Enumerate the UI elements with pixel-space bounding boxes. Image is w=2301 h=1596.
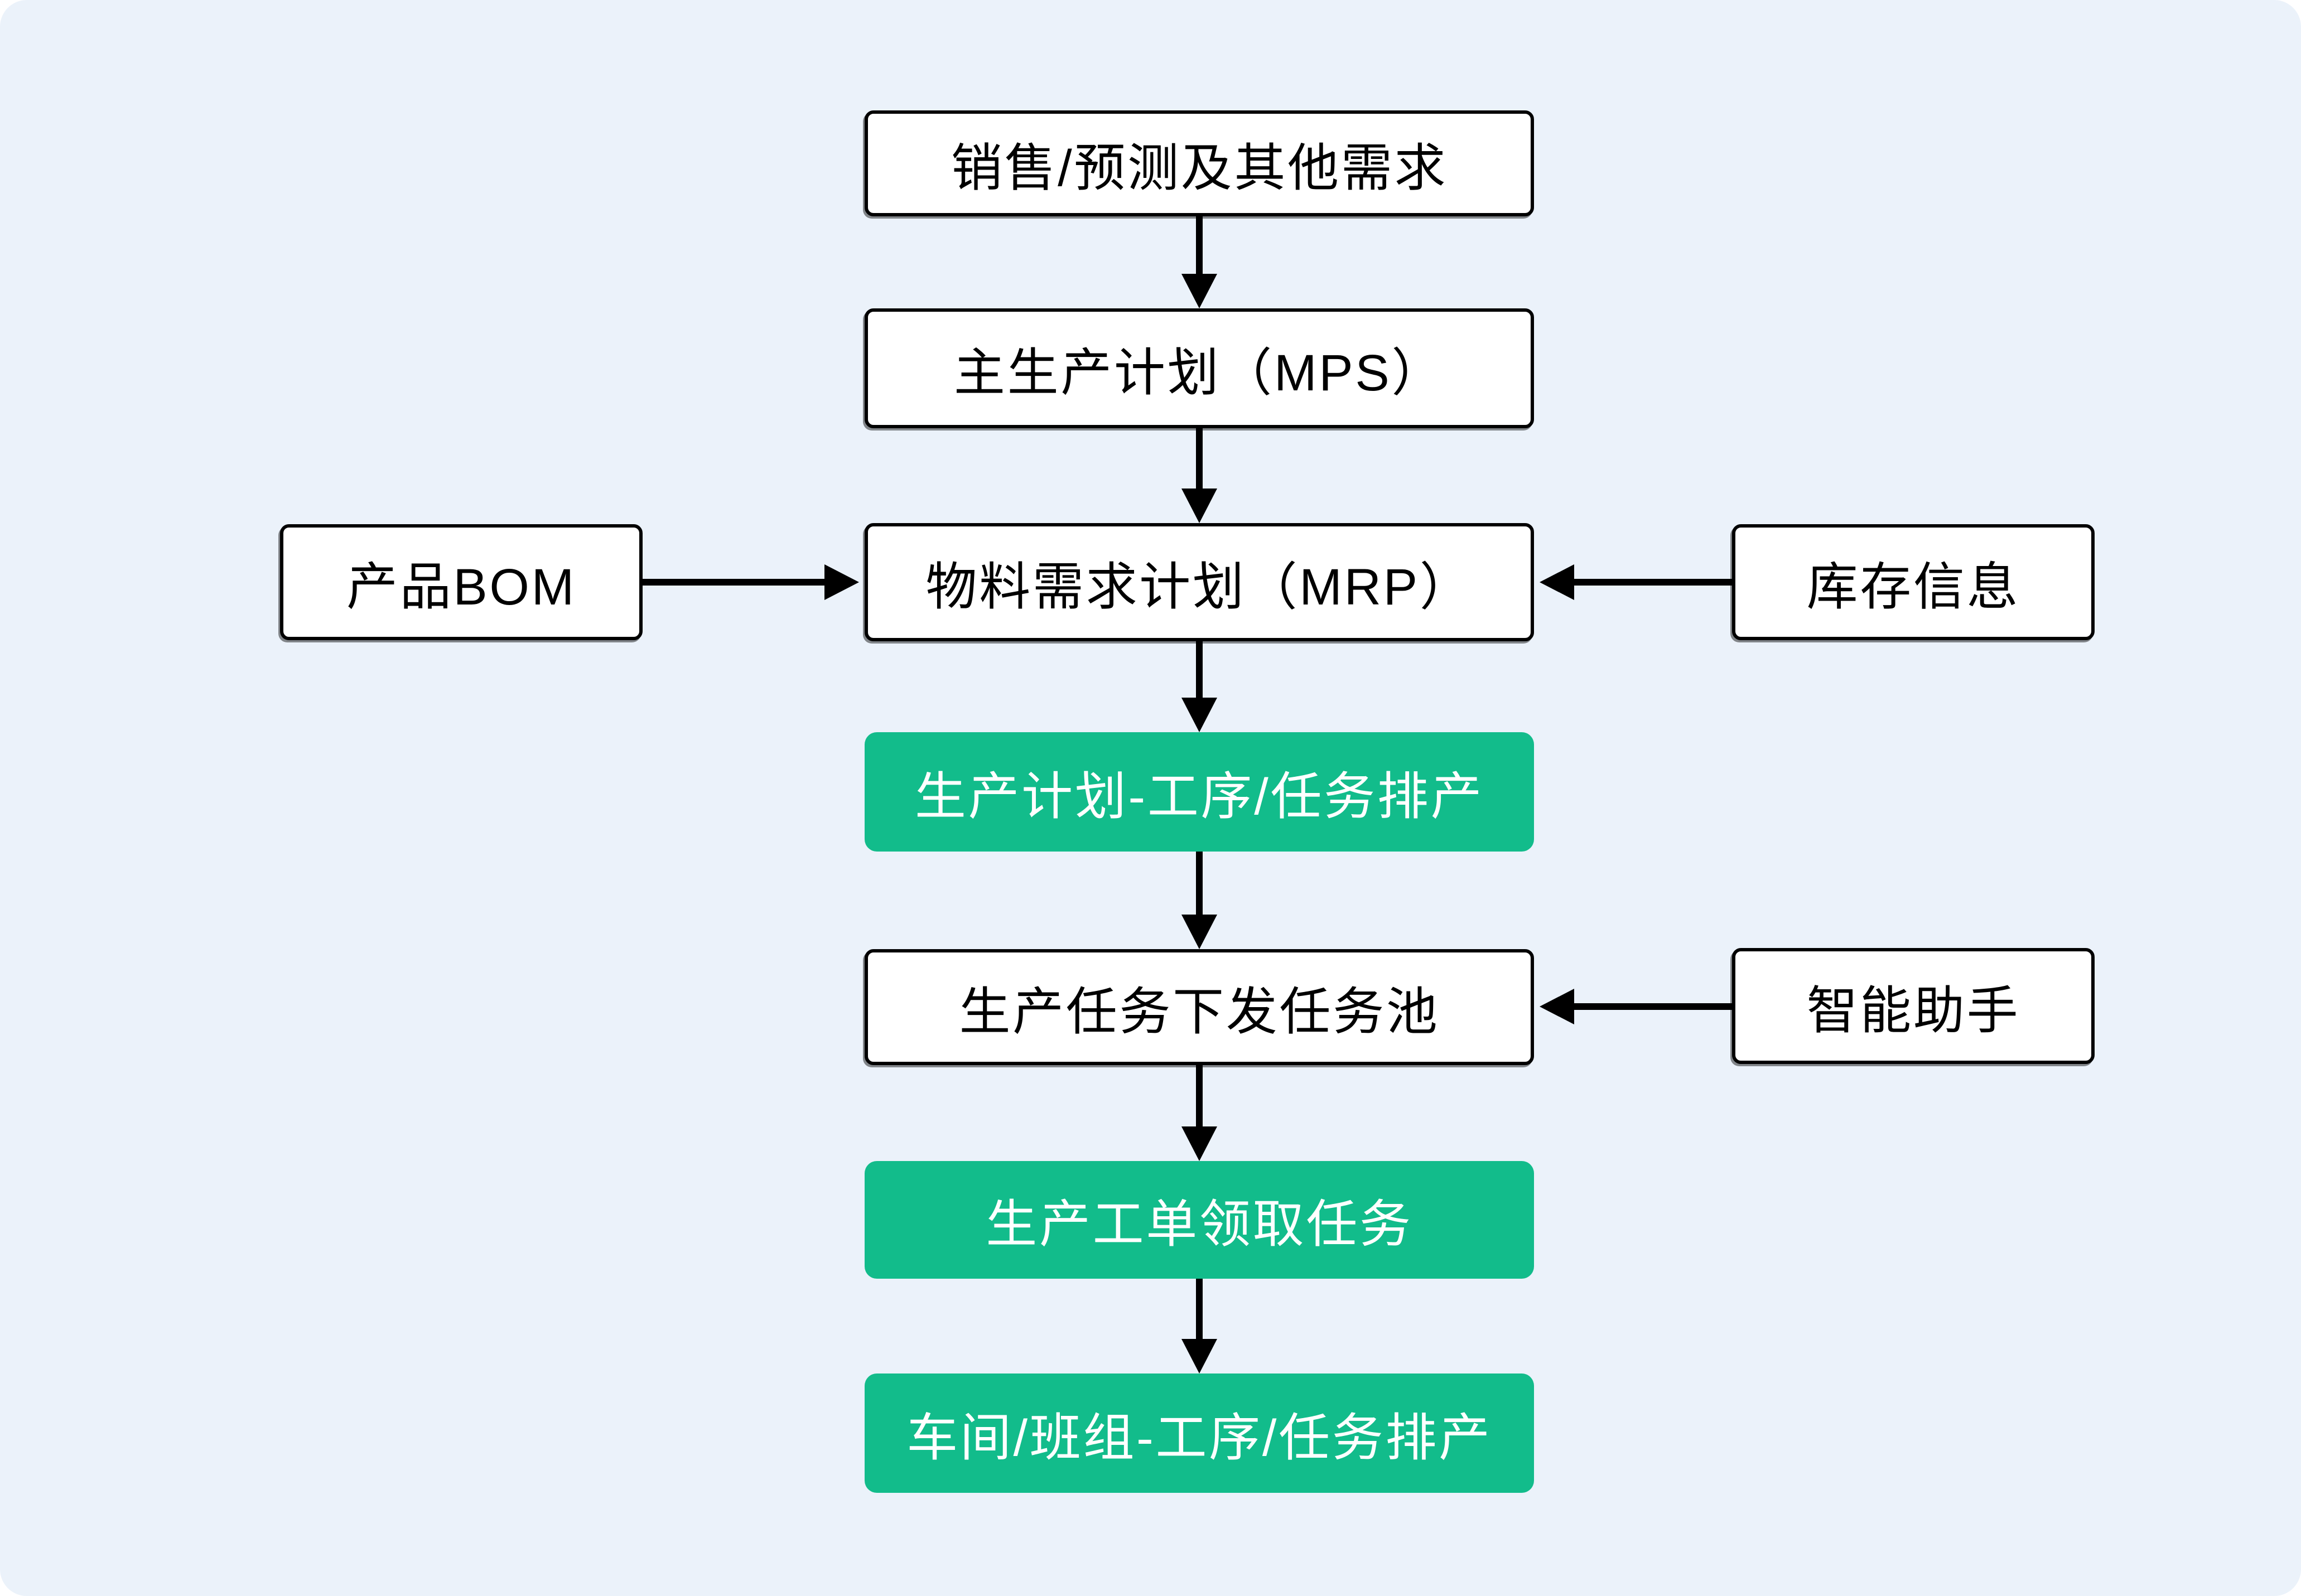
arrow-bom-to-mrp (643, 564, 859, 600)
node-mps-label: 主生产计划（MPS） (953, 345, 1445, 402)
arrow-work-order-to-workshop-scheduling (1181, 1279, 1217, 1373)
node-work-order-claim: 生产工单领取任务 (865, 1161, 1534, 1279)
node-mrp-label: 物料需求计划（MRP） (925, 558, 1473, 616)
arrow-sales-to-mps (1181, 216, 1217, 308)
node-inventory-info: 库存信息 (1732, 524, 2095, 640)
arrow-inventory-to-mrp (1540, 564, 1732, 600)
node-smart-assistant-label: 智能助手 (1806, 982, 2020, 1039)
arrow-plan-scheduling-to-task-pool (1181, 852, 1217, 949)
node-plan-process-scheduling-label: 生产计划-工序/任务排产 (914, 768, 1484, 825)
node-plan-process-scheduling: 生产计划-工序/任务排产 (865, 732, 1534, 852)
node-mrp: 物料需求计划（MRP） (865, 523, 1534, 641)
node-mps: 主生产计划（MPS） (865, 308, 1534, 428)
arrow-mps-to-mrp (1181, 428, 1217, 523)
arrow-assistant-to-task-pool (1540, 989, 1732, 1024)
node-sales-forecast-label: 销售/预测及其他需求 (951, 139, 1448, 197)
node-workshop-team-scheduling: 车间/班组-工序/任务排产 (865, 1373, 1534, 1493)
node-sales-forecast: 销售/预测及其他需求 (865, 110, 1534, 216)
node-inventory-info-label: 库存信息 (1806, 558, 2020, 616)
node-task-pool-label: 生产任务下发任务池 (959, 983, 1440, 1041)
node-task-pool: 生产任务下发任务池 (865, 949, 1534, 1065)
node-product-bom: 产品BOM (280, 524, 643, 640)
node-workshop-team-scheduling-label: 车间/班组-工序/任务排产 (906, 1409, 1492, 1467)
arrow-mrp-to-plan-scheduling (1181, 641, 1217, 732)
node-smart-assistant: 智能助手 (1732, 948, 2095, 1064)
node-work-order-claim-label: 生产工单领取任务 (986, 1196, 1413, 1253)
arrow-task-pool-to-work-order (1181, 1065, 1217, 1161)
node-product-bom-label: 产品BOM (346, 558, 576, 616)
